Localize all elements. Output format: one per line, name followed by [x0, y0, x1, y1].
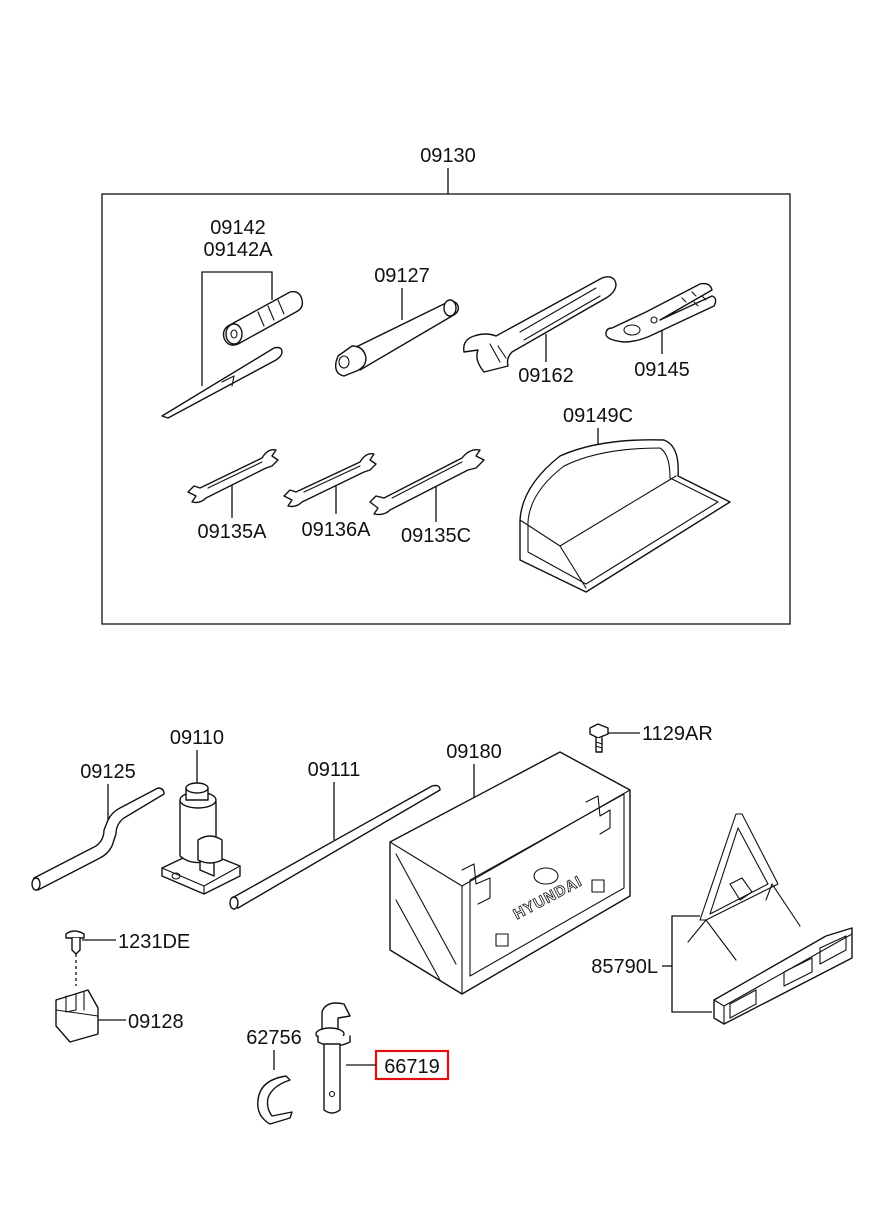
screwdriver-leader [201, 271, 273, 386]
tool-kit-group: 09130 [101, 145, 791, 625]
label-spanner-c[interactable]: 09135C [401, 525, 471, 547]
label-tool-bag[interactable]: 09149C [563, 405, 633, 427]
spanner-c-part[interactable]: 09135C [369, 448, 485, 547]
crank-handle-part[interactable]: 09125 [31, 761, 165, 891]
label-jack[interactable]: 09110 [170, 727, 224, 749]
label-box-bolt[interactable]: 1129AR [642, 723, 713, 745]
label-screwdriver-alt[interactable]: 09142A [204, 239, 274, 261]
jack-rod-part[interactable]: 09111 [229, 759, 441, 910]
label-hook-pin[interactable]: 66719 [384, 1056, 440, 1078]
label-adjustable-wrench[interactable]: 09162 [518, 365, 574, 387]
kit-frame [101, 193, 791, 625]
label-jack-rod[interactable]: 09111 [308, 759, 361, 781]
tool-box-part[interactable]: 09180 HYUNDAI [389, 741, 631, 995]
hook-pin-part[interactable]: 66719 [315, 1002, 450, 1114]
warning-triangle-part[interactable]: 85790L [591, 813, 853, 1025]
screw-part[interactable]: 1231DE [65, 930, 190, 986]
clip-part[interactable]: 09128 [55, 989, 184, 1043]
label-tool-box[interactable]: 09180 [446, 741, 502, 763]
spanner-b-part[interactable]: 09136A [283, 452, 377, 541]
jack-part[interactable]: 09110 [161, 727, 241, 895]
label-spanner-b[interactable]: 09136A [302, 519, 372, 541]
label-extension-bar[interactable]: 09127 [374, 265, 430, 287]
adjustable-wrench-part[interactable]: 09162 [463, 276, 617, 387]
box-bolt-part[interactable]: 1129AR [589, 723, 713, 753]
label-kit[interactable]: 09130 [420, 145, 476, 167]
tool-bag-part[interactable]: 09149C [519, 405, 731, 593]
label-spanner-a[interactable]: 09135A [198, 521, 268, 543]
label-clip[interactable]: 09128 [128, 1011, 184, 1033]
label-screw[interactable]: 1231DE [118, 931, 190, 953]
screwdriver-part[interactable]: 09142 09142A [161, 217, 304, 419]
extension-bar-part[interactable]: 09127 [334, 265, 460, 377]
label-crank-handle[interactable]: 09125 [80, 761, 136, 783]
pin-clip-part[interactable]: 62756 [246, 1027, 302, 1125]
label-pliers[interactable]: 09145 [634, 359, 690, 381]
label-pin-clip[interactable]: 62756 [246, 1027, 302, 1049]
label-warning-triangle[interactable]: 85790L [591, 956, 658, 978]
spanner-a-part[interactable]: 09135A [187, 448, 279, 543]
pliers-part[interactable]: 09145 [605, 282, 717, 381]
warning-triangle-leader [671, 915, 712, 1013]
label-screwdriver[interactable]: 09142 [210, 217, 266, 239]
